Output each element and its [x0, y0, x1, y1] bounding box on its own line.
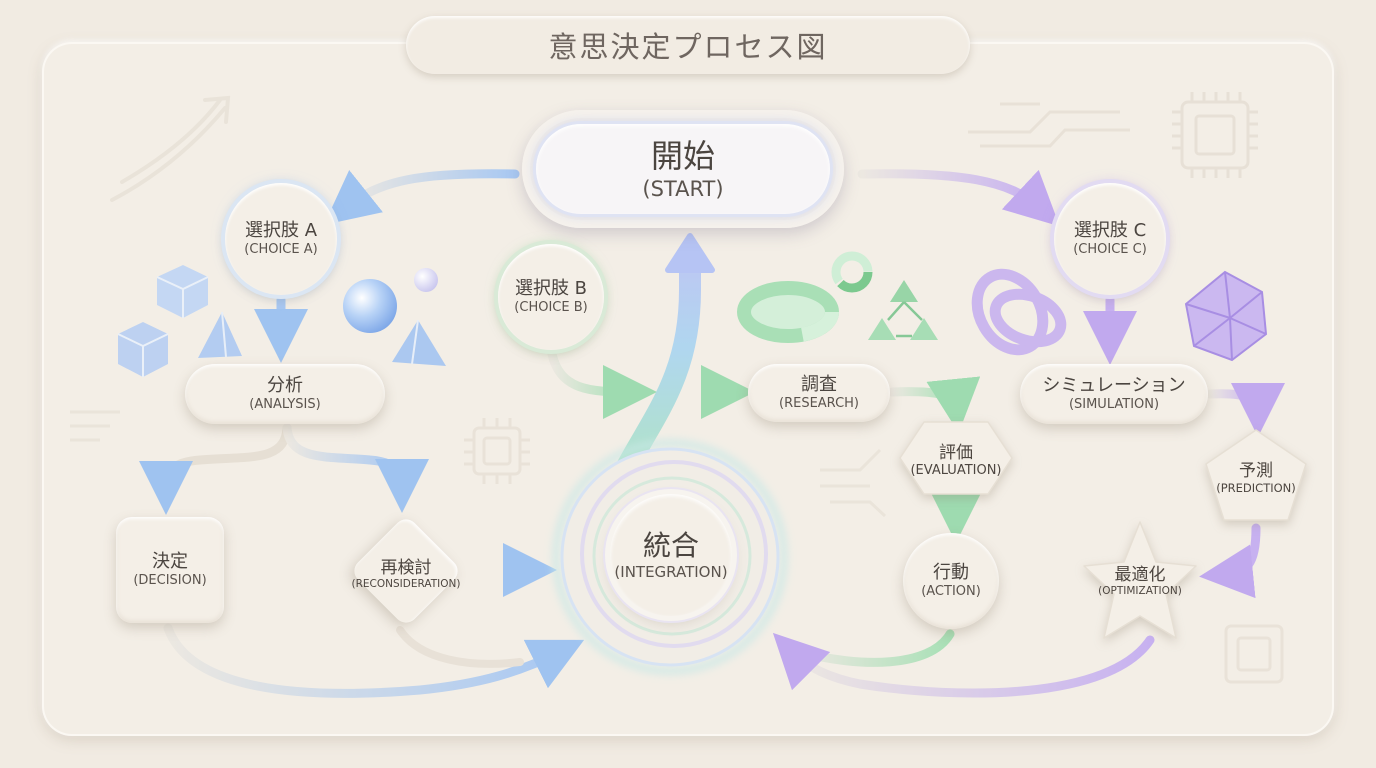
start-node-inner — [536, 124, 830, 214]
action-sublabel: (ACTION) — [921, 584, 981, 600]
prediction-node[interactable]: 予測 (PREDICTION) — [1202, 426, 1310, 524]
donut-chart-icon — [737, 281, 839, 343]
start-node-label: 開始 — [650, 136, 715, 175]
optimization-node[interactable]: 最適化 (OPTIMIZATION) — [1082, 518, 1198, 644]
integration-sublabel: (INTEGRATION) — [614, 563, 728, 582]
evaluation-sublabel: (EVALUATION) — [910, 463, 1002, 478]
circuit-lines-icon — [70, 410, 887, 518]
choice-c-node[interactable]: 選択肢 C (CHOICE C) — [1054, 183, 1166, 295]
pyramid-icon — [392, 319, 446, 366]
donut-chart-icon — [831, 251, 873, 293]
optimization-star — [1083, 521, 1197, 639]
diagram-title: 意思決定プロセス図 — [406, 16, 970, 74]
integration-node[interactable]: 統合 (INTEGRATION) — [610, 494, 732, 616]
integration-label: 統合 — [642, 529, 699, 563]
sphere-icon — [414, 268, 438, 292]
sphere-icon — [343, 279, 397, 333]
prediction-pentagon — [1205, 429, 1307, 521]
optimization-label: 最適化 — [1114, 564, 1166, 585]
action-node[interactable]: 行動 (ACTION) — [903, 533, 999, 629]
start-node-sublabel: (START) — [642, 176, 724, 201]
cube-icon — [117, 322, 169, 377]
chip-icon — [464, 418, 530, 484]
action-label: 行動 — [933, 561, 969, 583]
evaluation-label: 評価 — [939, 443, 973, 463]
prediction-sublabel: (PREDICTION) — [1216, 480, 1296, 495]
choice-c-sublabel: (CHOICE C) — [1073, 242, 1147, 258]
knot-icon — [971, 268, 1067, 356]
circuit-lines-icon — [968, 102, 1130, 148]
polyhedron-icon — [1184, 270, 1268, 362]
chip-icon — [1224, 624, 1284, 684]
growth-arrow-icon — [110, 95, 231, 202]
simulation-node[interactable]: シミュレーション (SIMULATION) — [1020, 364, 1208, 424]
reconsideration-node[interactable]: 再検討 (RECONSIDERATION) — [349, 514, 463, 628]
reconsideration-sublabel: (RECONSIDERATION) — [351, 577, 461, 590]
choice-b-node[interactable]: 選択肢 B (CHOICE B) — [498, 244, 604, 350]
analysis-label: 分析 — [267, 374, 303, 396]
decision-label: 決定 — [152, 550, 188, 572]
evaluation-node[interactable]: 評価 (EVALUATION) — [898, 418, 1014, 498]
research-sublabel: (RESEARCH) — [779, 396, 859, 412]
decision-sublabel: (DECISION) — [133, 573, 207, 589]
choice-b-sublabel: (CHOICE B) — [514, 300, 588, 316]
pyramid-icon — [198, 311, 242, 358]
chip-icon — [1172, 92, 1258, 178]
choice-a-sublabel: (CHOICE A) — [244, 242, 318, 258]
simulation-label: シミュレーション — [1042, 374, 1186, 396]
evaluation-hexagon — [899, 421, 1013, 495]
research-label: 調査 — [801, 373, 837, 395]
analysis-sublabel: (ANALYSIS) — [249, 397, 321, 413]
choice-b-label: 選択肢 B — [514, 277, 588, 299]
decision-node[interactable]: 決定 (DECISION) — [116, 517, 224, 623]
analysis-node[interactable]: 分析 (ANALYSIS) — [185, 364, 385, 424]
reconsideration-label: 再検討 — [380, 557, 432, 578]
start-node[interactable]: 開始 (START) — [522, 110, 844, 228]
simulation-sublabel: (SIMULATION) — [1068, 397, 1160, 413]
research-node[interactable]: 調査 (RESEARCH) — [748, 364, 890, 422]
choice-a-node[interactable]: 選択肢 A (CHOICE A) — [225, 183, 337, 295]
choice-a-label: 選択肢 A — [244, 219, 318, 241]
optimization-sublabel: (OPTIMIZATION) — [1098, 584, 1182, 597]
prediction-label: 予測 — [1239, 460, 1273, 481]
molecule-icon — [868, 280, 938, 340]
choice-c-label: 選択肢 C — [1073, 219, 1147, 241]
cube-icon — [156, 265, 209, 318]
